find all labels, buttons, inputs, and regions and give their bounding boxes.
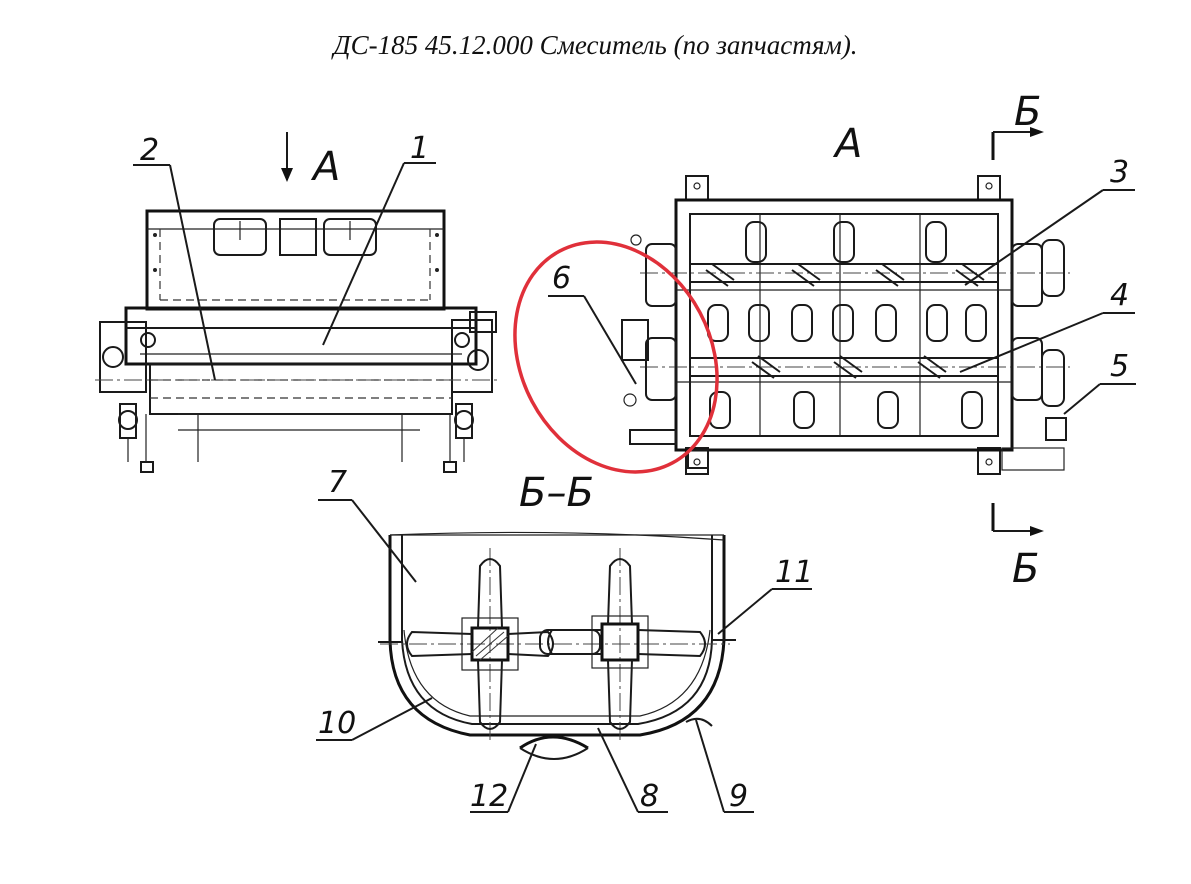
callout-9-leader (695, 719, 754, 813)
callout-6: 6 (552, 261, 571, 296)
callout-12-leader (470, 743, 537, 813)
highlight-ellipse (513, 240, 719, 474)
section-b-bottom-mark (991, 503, 1044, 536)
view-a-direction-arrow (281, 132, 293, 182)
callout-7: 7 (328, 465, 347, 500)
callout-11: 11 (775, 555, 813, 590)
view-a-label: А (832, 121, 862, 167)
view-a-arrow-label: А (310, 144, 340, 190)
top-view-a (621, 175, 1070, 475)
callout-4: 4 (1110, 278, 1129, 313)
callout-2: 2 (140, 133, 159, 168)
callout-5-leader (1063, 383, 1136, 415)
section-b-b-view (378, 531, 736, 760)
section-b-top-label: Б (1014, 89, 1041, 135)
callout-1-leader (322, 162, 436, 346)
callout-9: 9 (729, 779, 748, 814)
section-b-bottom-label: Б (1012, 546, 1039, 592)
callout-3: 3 (1110, 155, 1129, 190)
callout-10: 10 (318, 706, 356, 741)
side-elevation-view (95, 209, 500, 473)
section-b-top-mark (991, 127, 1044, 160)
callout-7-leader (318, 499, 417, 583)
callout-1: 1 (410, 131, 429, 166)
callout-4-leader (959, 312, 1135, 373)
callout-3-leader (964, 189, 1135, 286)
callout-8: 8 (640, 779, 659, 814)
callout-12: 12 (470, 779, 508, 814)
callout-6-leader (548, 295, 637, 385)
callout-8-leader (597, 727, 668, 813)
callout-2-leader (133, 164, 216, 381)
callout-11-leader (717, 588, 812, 635)
callout-5: 5 (1110, 349, 1129, 384)
section-b-b-title: Б–Б (519, 470, 594, 516)
callout-10-leader (316, 697, 433, 741)
drawing-title: ДС-185 45.12.000 Смеситель (по запчастям… (333, 30, 858, 60)
